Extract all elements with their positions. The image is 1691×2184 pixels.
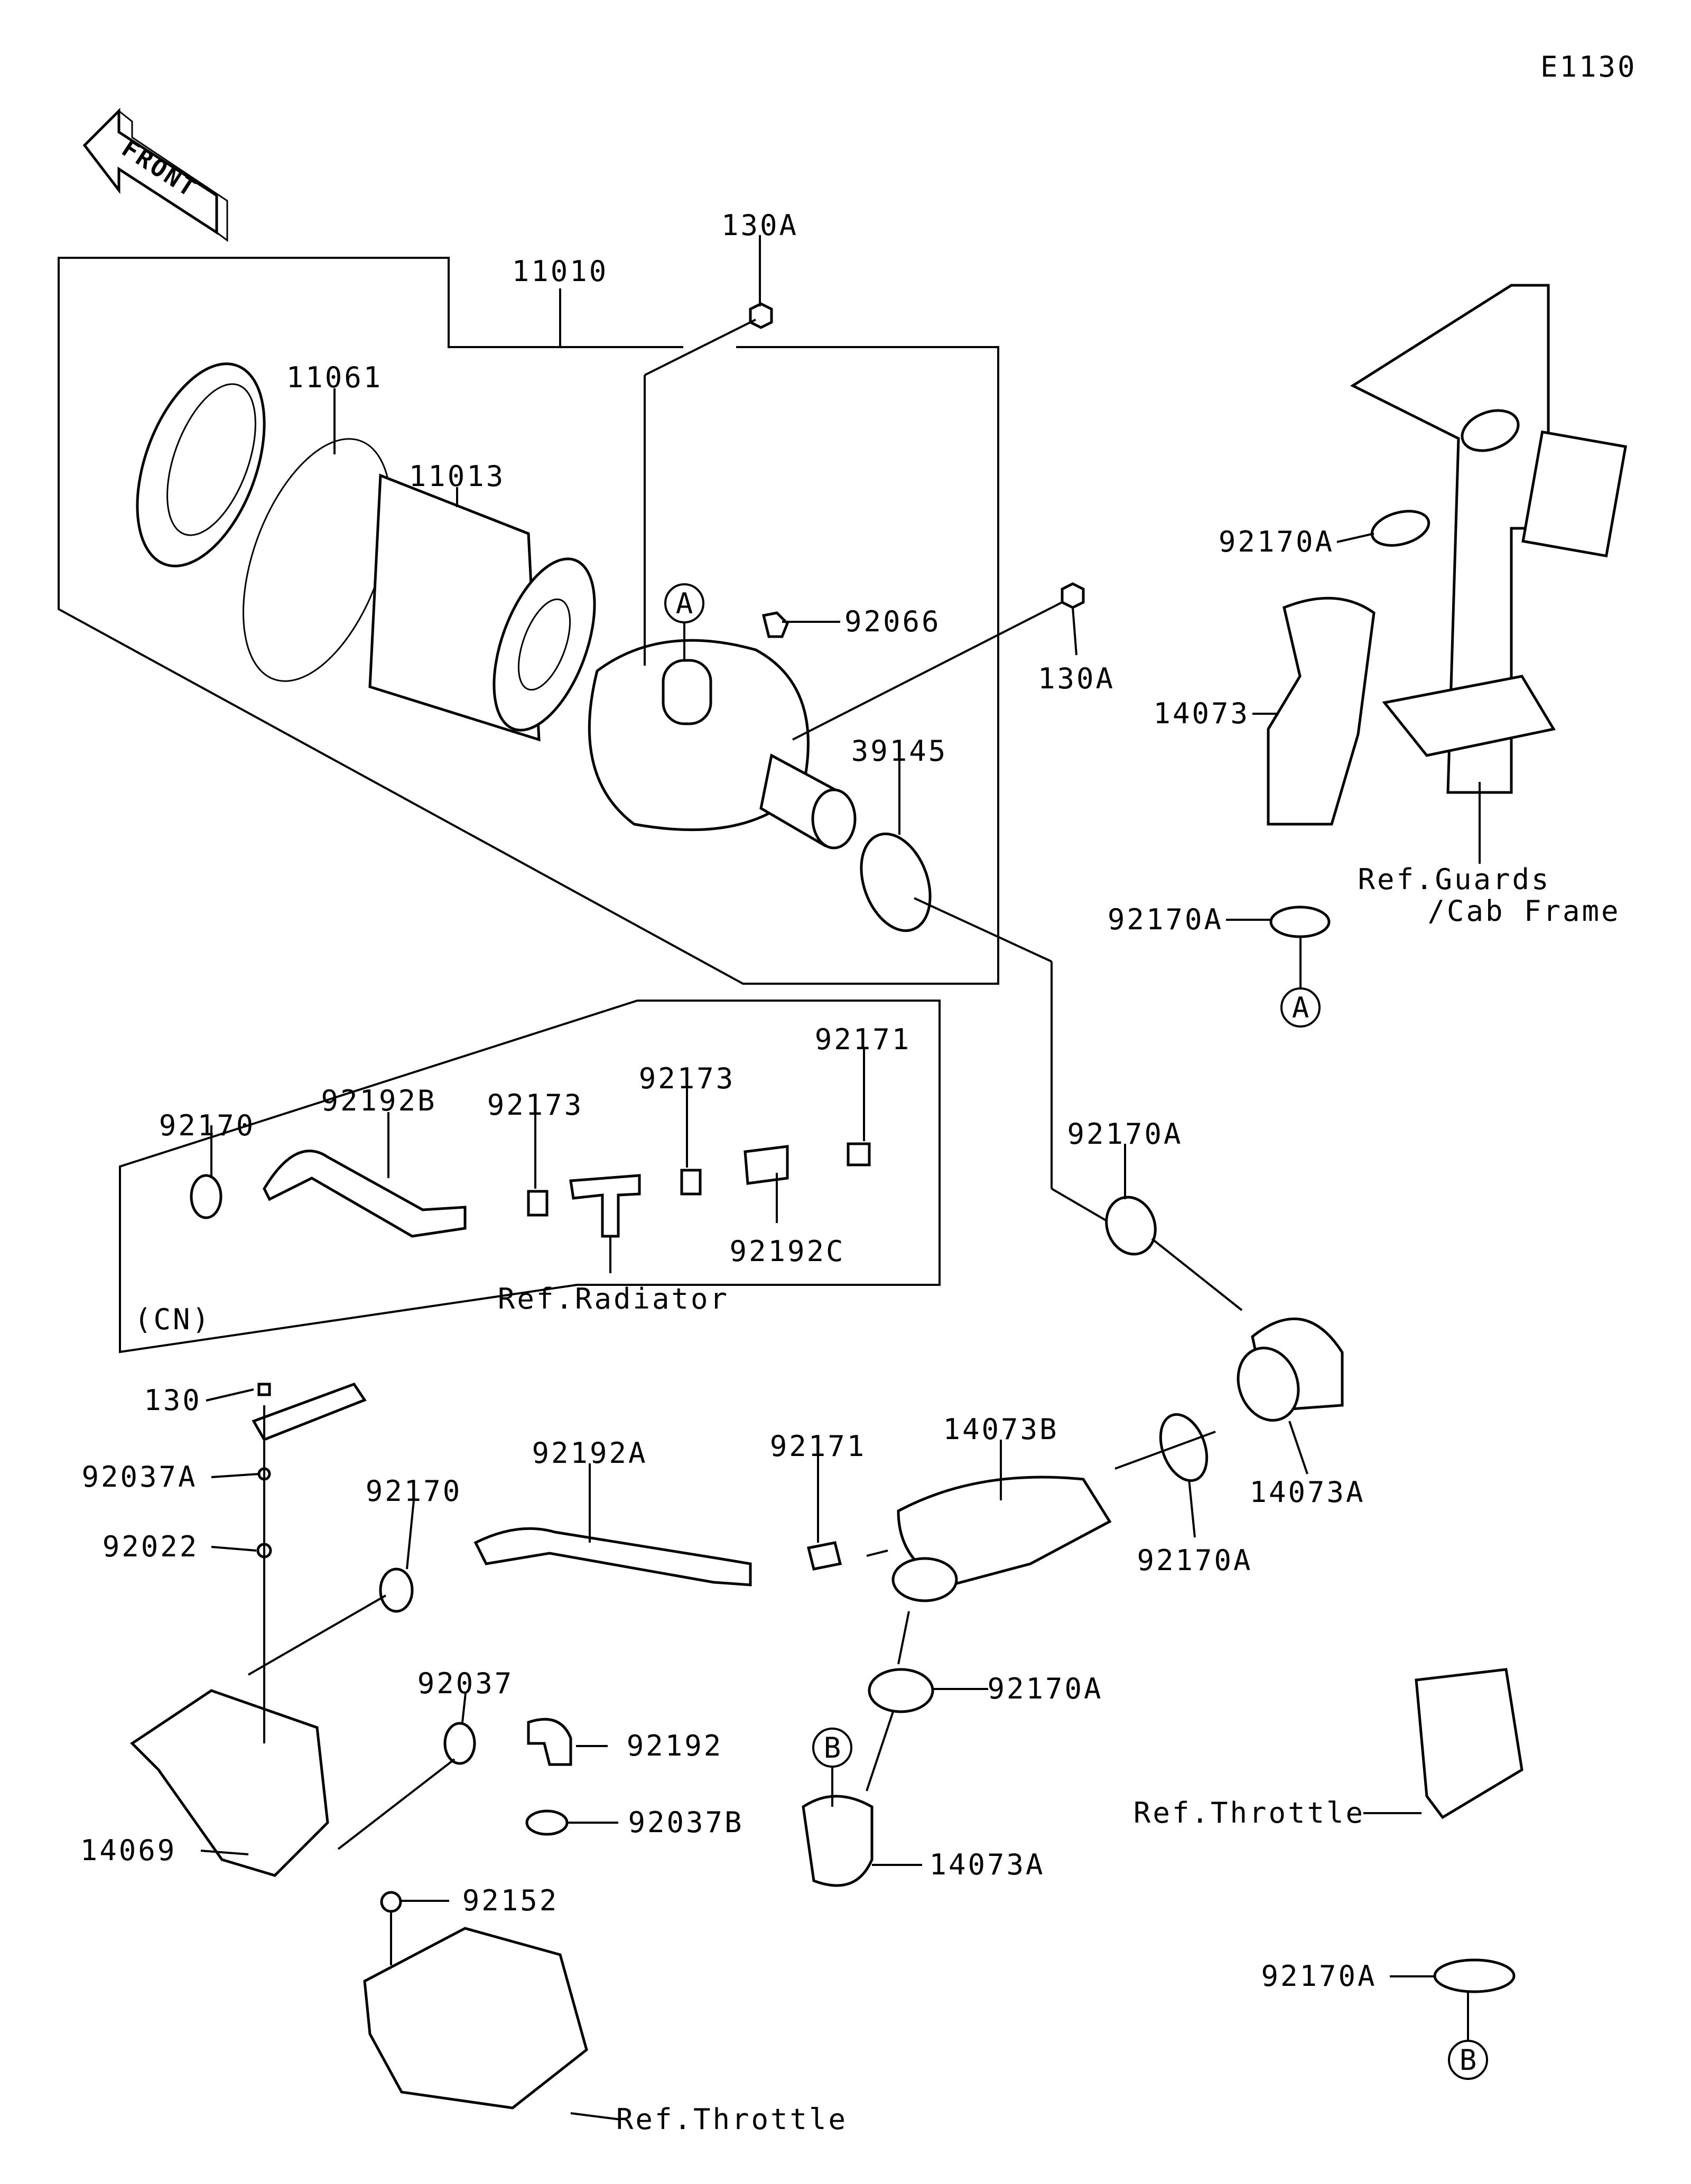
lower-hose-parts bbox=[130, 1196, 1523, 2110]
clamp-39145 bbox=[860, 832, 932, 932]
clamp-92170a-right bbox=[1433, 1958, 1516, 1993]
clamp-92170a-upper bbox=[1370, 510, 1430, 547]
label-cab-frame: /Cab Frame bbox=[1427, 894, 1620, 928]
clamp-92170 bbox=[379, 1567, 414, 1613]
label-92170: 92170 bbox=[366, 1474, 462, 1508]
label-ref-radiator: Ref.Radiator bbox=[498, 1282, 729, 1315]
label-14073a-1: 14073A bbox=[1249, 1476, 1365, 1509]
clamp-92037 bbox=[443, 1722, 476, 1765]
label-92170a-6: 92170A bbox=[1261, 1959, 1377, 1993]
label-92170a-5: 92170A bbox=[987, 1672, 1103, 1705]
clamp-92170a-cn bbox=[1105, 1196, 1157, 1256]
label-92037b: 92037B bbox=[628, 1806, 744, 1839]
clamp-92037b bbox=[525, 1809, 569, 1836]
hose-92192b bbox=[263, 1150, 467, 1238]
throttle-body-ref bbox=[363, 1927, 588, 2110]
svg-text:A: A bbox=[1292, 991, 1309, 1024]
hose-92192 bbox=[527, 1718, 572, 1766]
intake-duct-parts bbox=[1267, 284, 1628, 938]
label-ref-throttle-1: Ref.Throttle bbox=[1133, 1796, 1365, 1830]
svg-text:B: B bbox=[1460, 2043, 1477, 2077]
nipple-92066 bbox=[761, 611, 789, 638]
callout-b-right: B bbox=[1448, 2040, 1488, 2080]
svg-text:A: A bbox=[676, 587, 693, 620]
label-130a-2: 130A bbox=[1038, 662, 1115, 695]
svg-text:B: B bbox=[824, 1731, 841, 1765]
label-92170-cn: 92170 bbox=[159, 1109, 256, 1142]
label-ref-guards: Ref.Guards bbox=[1358, 863, 1550, 896]
label-39145: 39145 bbox=[851, 734, 948, 768]
label-92171-cn: 92171 bbox=[815, 1023, 912, 1056]
callout-a-top: A bbox=[664, 583, 704, 623]
bolt-130 bbox=[257, 1383, 271, 1396]
callout-b-left: B bbox=[812, 1728, 852, 1768]
stay-92037a bbox=[252, 1382, 367, 1442]
label-cn: (CN) bbox=[134, 1303, 211, 1336]
clamp-92170a-mid bbox=[1159, 1413, 1209, 1482]
duct-14073 bbox=[1267, 596, 1376, 826]
assembly-box-11010 bbox=[58, 257, 999, 985]
label-92173-b: 92173 bbox=[487, 1088, 584, 1122]
label-130: 130 bbox=[144, 1384, 202, 1417]
diagram-code: E1130 bbox=[1540, 50, 1637, 83]
label-92192b: 92192B bbox=[321, 1084, 436, 1117]
label-92171: 92171 bbox=[770, 1430, 867, 1463]
label-92192: 92192 bbox=[627, 1729, 723, 1762]
tube-14073b bbox=[897, 1476, 1112, 1586]
label-92152: 92152 bbox=[462, 1884, 559, 1917]
label-92037a: 92037A bbox=[81, 1460, 197, 1494]
bolt-130a-2 bbox=[1061, 582, 1085, 609]
holder-14069 bbox=[130, 1689, 329, 1877]
clamp-92171 bbox=[806, 1541, 842, 1571]
clamp-92170a-low bbox=[868, 1668, 934, 1713]
label-11061: 11061 bbox=[286, 361, 383, 394]
label-130a: 130A bbox=[721, 209, 798, 242]
label-14073: 14073 bbox=[1153, 697, 1250, 730]
hose-92192a bbox=[473, 1527, 752, 1586]
label-14073b: 14073B bbox=[943, 1413, 1058, 1446]
label-92192c: 92192C bbox=[729, 1235, 845, 1268]
label-92066: 92066 bbox=[844, 605, 941, 638]
label-ref-throttle-2: Ref.Throttle bbox=[616, 2103, 848, 2136]
bolt-130a bbox=[749, 302, 773, 329]
cn-hose-parts bbox=[190, 1049, 871, 1273]
clamp-92170a-lower bbox=[1269, 906, 1331, 938]
duct-14073a-lower bbox=[802, 1795, 874, 1887]
label-92173-a: 92173 bbox=[639, 1062, 736, 1095]
leader-lines bbox=[200, 235, 1435, 2121]
label-92170a-4: 92170A bbox=[1137, 1544, 1252, 1577]
label-92170a-2: 92170A bbox=[1108, 903, 1223, 936]
label-11013: 11013 bbox=[409, 460, 506, 493]
callout-a-bottom: A bbox=[1280, 987, 1321, 1028]
air-cleaner-parts bbox=[136, 302, 1116, 1227]
label-92192a: 92192A bbox=[532, 1436, 647, 1470]
label-11010: 11010 bbox=[512, 255, 609, 288]
cover-11061-housing bbox=[136, 362, 266, 567]
label-92170a-3: 92170A bbox=[1067, 1117, 1183, 1151]
clamp-92170-cn bbox=[190, 1174, 222, 1219]
label-92037: 92037 bbox=[417, 1667, 514, 1700]
label-92170a-1: 92170A bbox=[1219, 525, 1334, 558]
front-arrow-icon: FRONT bbox=[82, 107, 228, 242]
label-92022: 92022 bbox=[103, 1530, 199, 1563]
part-labels: 130A 11010 11061 11013 92066 130A 39145 … bbox=[80, 209, 1620, 2136]
grommet-92152 bbox=[380, 1891, 402, 1913]
label-14069: 14069 bbox=[80, 1834, 177, 1867]
cn-variant-box bbox=[119, 1000, 941, 1354]
throttle-ref-right bbox=[1415, 1668, 1523, 1819]
label-14073a-2: 14073A bbox=[929, 1848, 1045, 1881]
